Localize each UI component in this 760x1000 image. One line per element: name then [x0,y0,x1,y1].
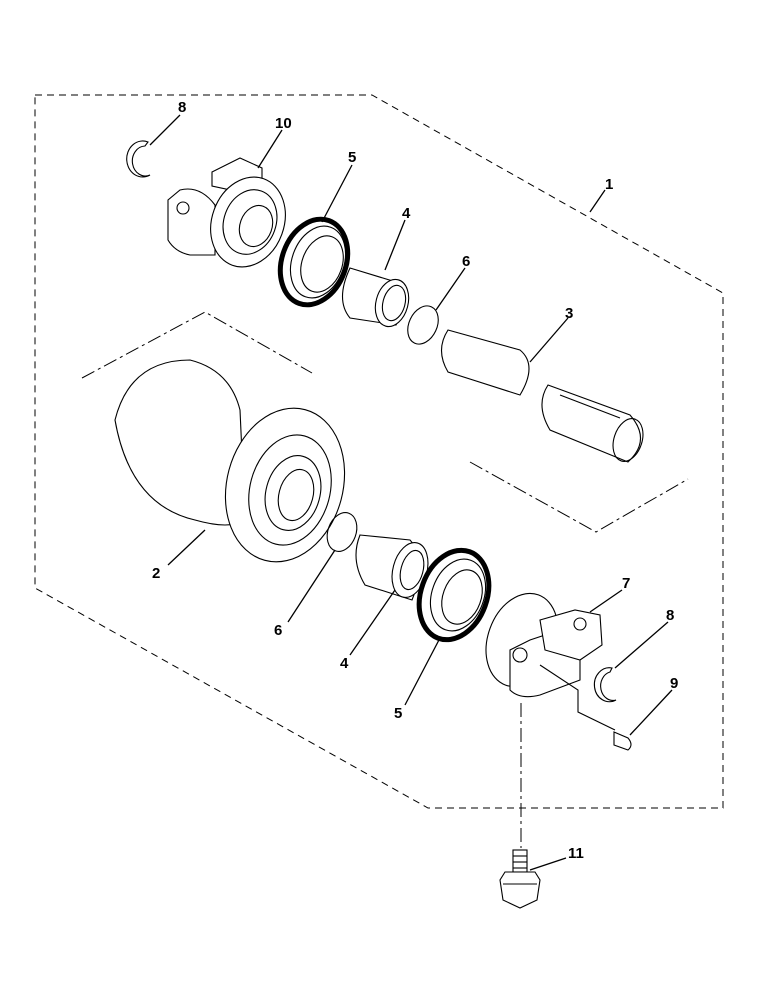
floating-seal-top [277,216,351,308]
bushing-bottom [355,534,429,601]
callout-9: 9 [670,675,678,692]
callout-4-top: 4 [402,205,411,222]
bolt [499,849,541,909]
bushing-top [341,267,410,328]
snap-ring-bottom [593,667,617,703]
callout-7: 7 [622,575,630,592]
callout-11: 11 [568,845,584,862]
collar-bottom [485,592,603,698]
callout-6-bottom: 6 [274,622,282,639]
callout-4-bottom: 4 [340,655,349,672]
callout-6-top: 6 [462,253,470,270]
callout-2: 2 [152,565,160,582]
plug [539,664,632,751]
assembly-boundary [34,94,724,809]
leader-lines [149,114,673,871]
collar-top [167,157,286,268]
callout-8-top: 8 [178,99,186,116]
callout-10: 10 [275,115,292,132]
floating-seal-bottom [416,547,492,643]
callout-5-bottom: 5 [394,705,402,722]
callout-5-top: 5 [348,149,356,166]
roller-body [114,359,346,563]
o-ring-top [407,305,439,345]
callout-3: 3 [565,305,573,322]
roller-reference-line-bottom [469,461,689,533]
shaft [440,329,644,463]
callout-1: 1 [605,176,613,193]
callout-8-bottom: 8 [666,607,674,624]
snap-ring-top [126,140,151,178]
